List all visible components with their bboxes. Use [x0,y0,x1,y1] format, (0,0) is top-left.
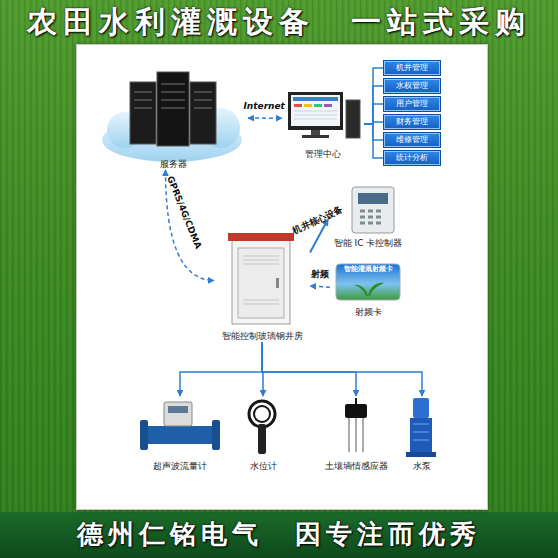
cabinet-body [232,240,290,324]
pump-motor [413,398,429,418]
connector [248,117,282,119]
menu-box: 水权管理 [383,78,441,94]
connector [364,104,383,124]
edge-label: 射频 [311,269,329,280]
soil-sensor-probes [349,418,363,452]
device-node: 土壤墒情感应器 [312,396,400,472]
rf-card [336,264,400,300]
connector [364,68,383,124]
computer-node: 管理中心 [282,88,364,160]
server-slots [134,84,212,108]
connector [310,286,330,287]
node-label: 智能控制玻璃钢井房 [222,331,303,342]
node-label: 水权管理 [396,81,428,91]
menu-box: 维修管理 [383,132,441,148]
connector [180,342,262,396]
node-label: 土壤墒情感应器 [325,461,388,472]
menu-box: 统计分析 [383,150,441,166]
level-probe [258,424,266,454]
screen-bar [294,104,302,107]
menu-box: 财务管理 [383,114,441,130]
page-title: 农田水利灌溉设备 一站式采购 [0,4,558,40]
flowmeter-flange [140,420,148,450]
controller-display [358,193,388,204]
screen-bar [304,104,312,107]
pc-tower [346,100,360,138]
level-cable [249,401,275,427]
screen-bar [324,104,332,107]
connector [262,342,356,396]
connector [364,124,383,158]
controller-body [352,187,394,233]
soil-sensor-cable [355,398,357,404]
level-cable [254,406,270,422]
device-node: 水泵 [400,396,444,472]
cabinet-roof [228,233,294,241]
node-label: 水泵 [413,461,431,472]
monitor-stand [311,130,320,135]
page-caption: 德州仁铭电气 因专注而优秀 [0,518,558,550]
connector [364,86,383,124]
soil-sensor-head [345,404,367,418]
card-sprout [354,283,384,296]
node-label: 维修管理 [396,135,428,145]
node-label: 水位计 [250,461,277,472]
card-node: 智能灌溉射频卡射频卡 [330,262,406,318]
controller-keys [360,211,381,223]
node-label: 用户管理 [396,99,428,109]
menu-box: 机井管理 [383,60,441,76]
screen-bar [314,104,322,107]
flowmeter-flange [212,420,220,450]
monitor-frame [288,92,343,130]
server-rack [157,72,189,146]
cabinet-vents [243,256,279,304]
card-text: 智能灌溉射频卡 [344,265,393,274]
edge-label: Internet [244,101,285,112]
connector [262,342,422,396]
pump-base [406,452,436,457]
cabinet-node: 智能控制玻璃钢井房 [214,230,310,342]
menu-box: 用户管理 [383,96,441,112]
node-label: 统计分析 [396,153,428,163]
flowmeter-display [164,402,192,426]
node-label: 超声波流量计 [153,461,207,472]
server-node: 服务器 [98,66,248,170]
screen-bar [293,97,338,101]
cabinet-door [238,248,284,318]
node-label: 服务器 [160,159,187,170]
pump-body [410,418,432,454]
server-rack [130,82,156,144]
node-label: 射频卡 [355,307,382,318]
monitor-base [302,135,329,138]
cabinet-handle [276,278,279,288]
monitor-screen [291,95,340,126]
screen-lines [294,111,337,119]
node-label: 财务管理 [396,117,428,127]
pump-ribs [413,424,429,440]
node-label: 机井管理 [396,63,428,73]
node-label: 智能 IC 卡控制器 [334,238,403,249]
device-node: 超声波流量计 [138,396,222,472]
device-node: 水位计 [232,396,294,472]
node-label: 管理中心 [305,149,341,160]
flowmeter-pipe [142,426,218,444]
server-rack [190,82,216,144]
flowmeter-lcd [168,406,188,413]
